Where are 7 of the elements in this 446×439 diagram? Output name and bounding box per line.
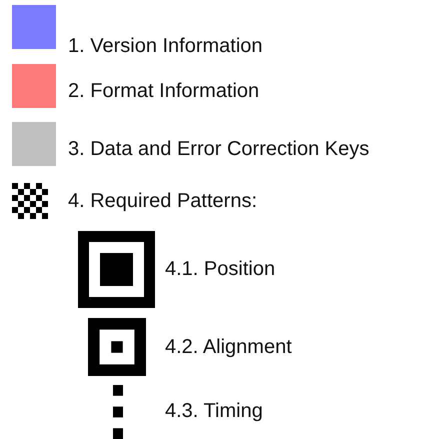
legend-label: 4.1. Position xyxy=(165,257,276,281)
legend-label: 3. Data and Error Correction Keys xyxy=(68,137,370,161)
legend-label: 2. Format Information xyxy=(68,79,260,103)
legend-label: 1. Version Information xyxy=(68,34,263,58)
legend-label: 4. Required Patterns: xyxy=(68,189,257,213)
legend-label: 4.2. Alignment xyxy=(165,335,292,359)
legend-label: 4.3. Timing xyxy=(165,399,263,423)
